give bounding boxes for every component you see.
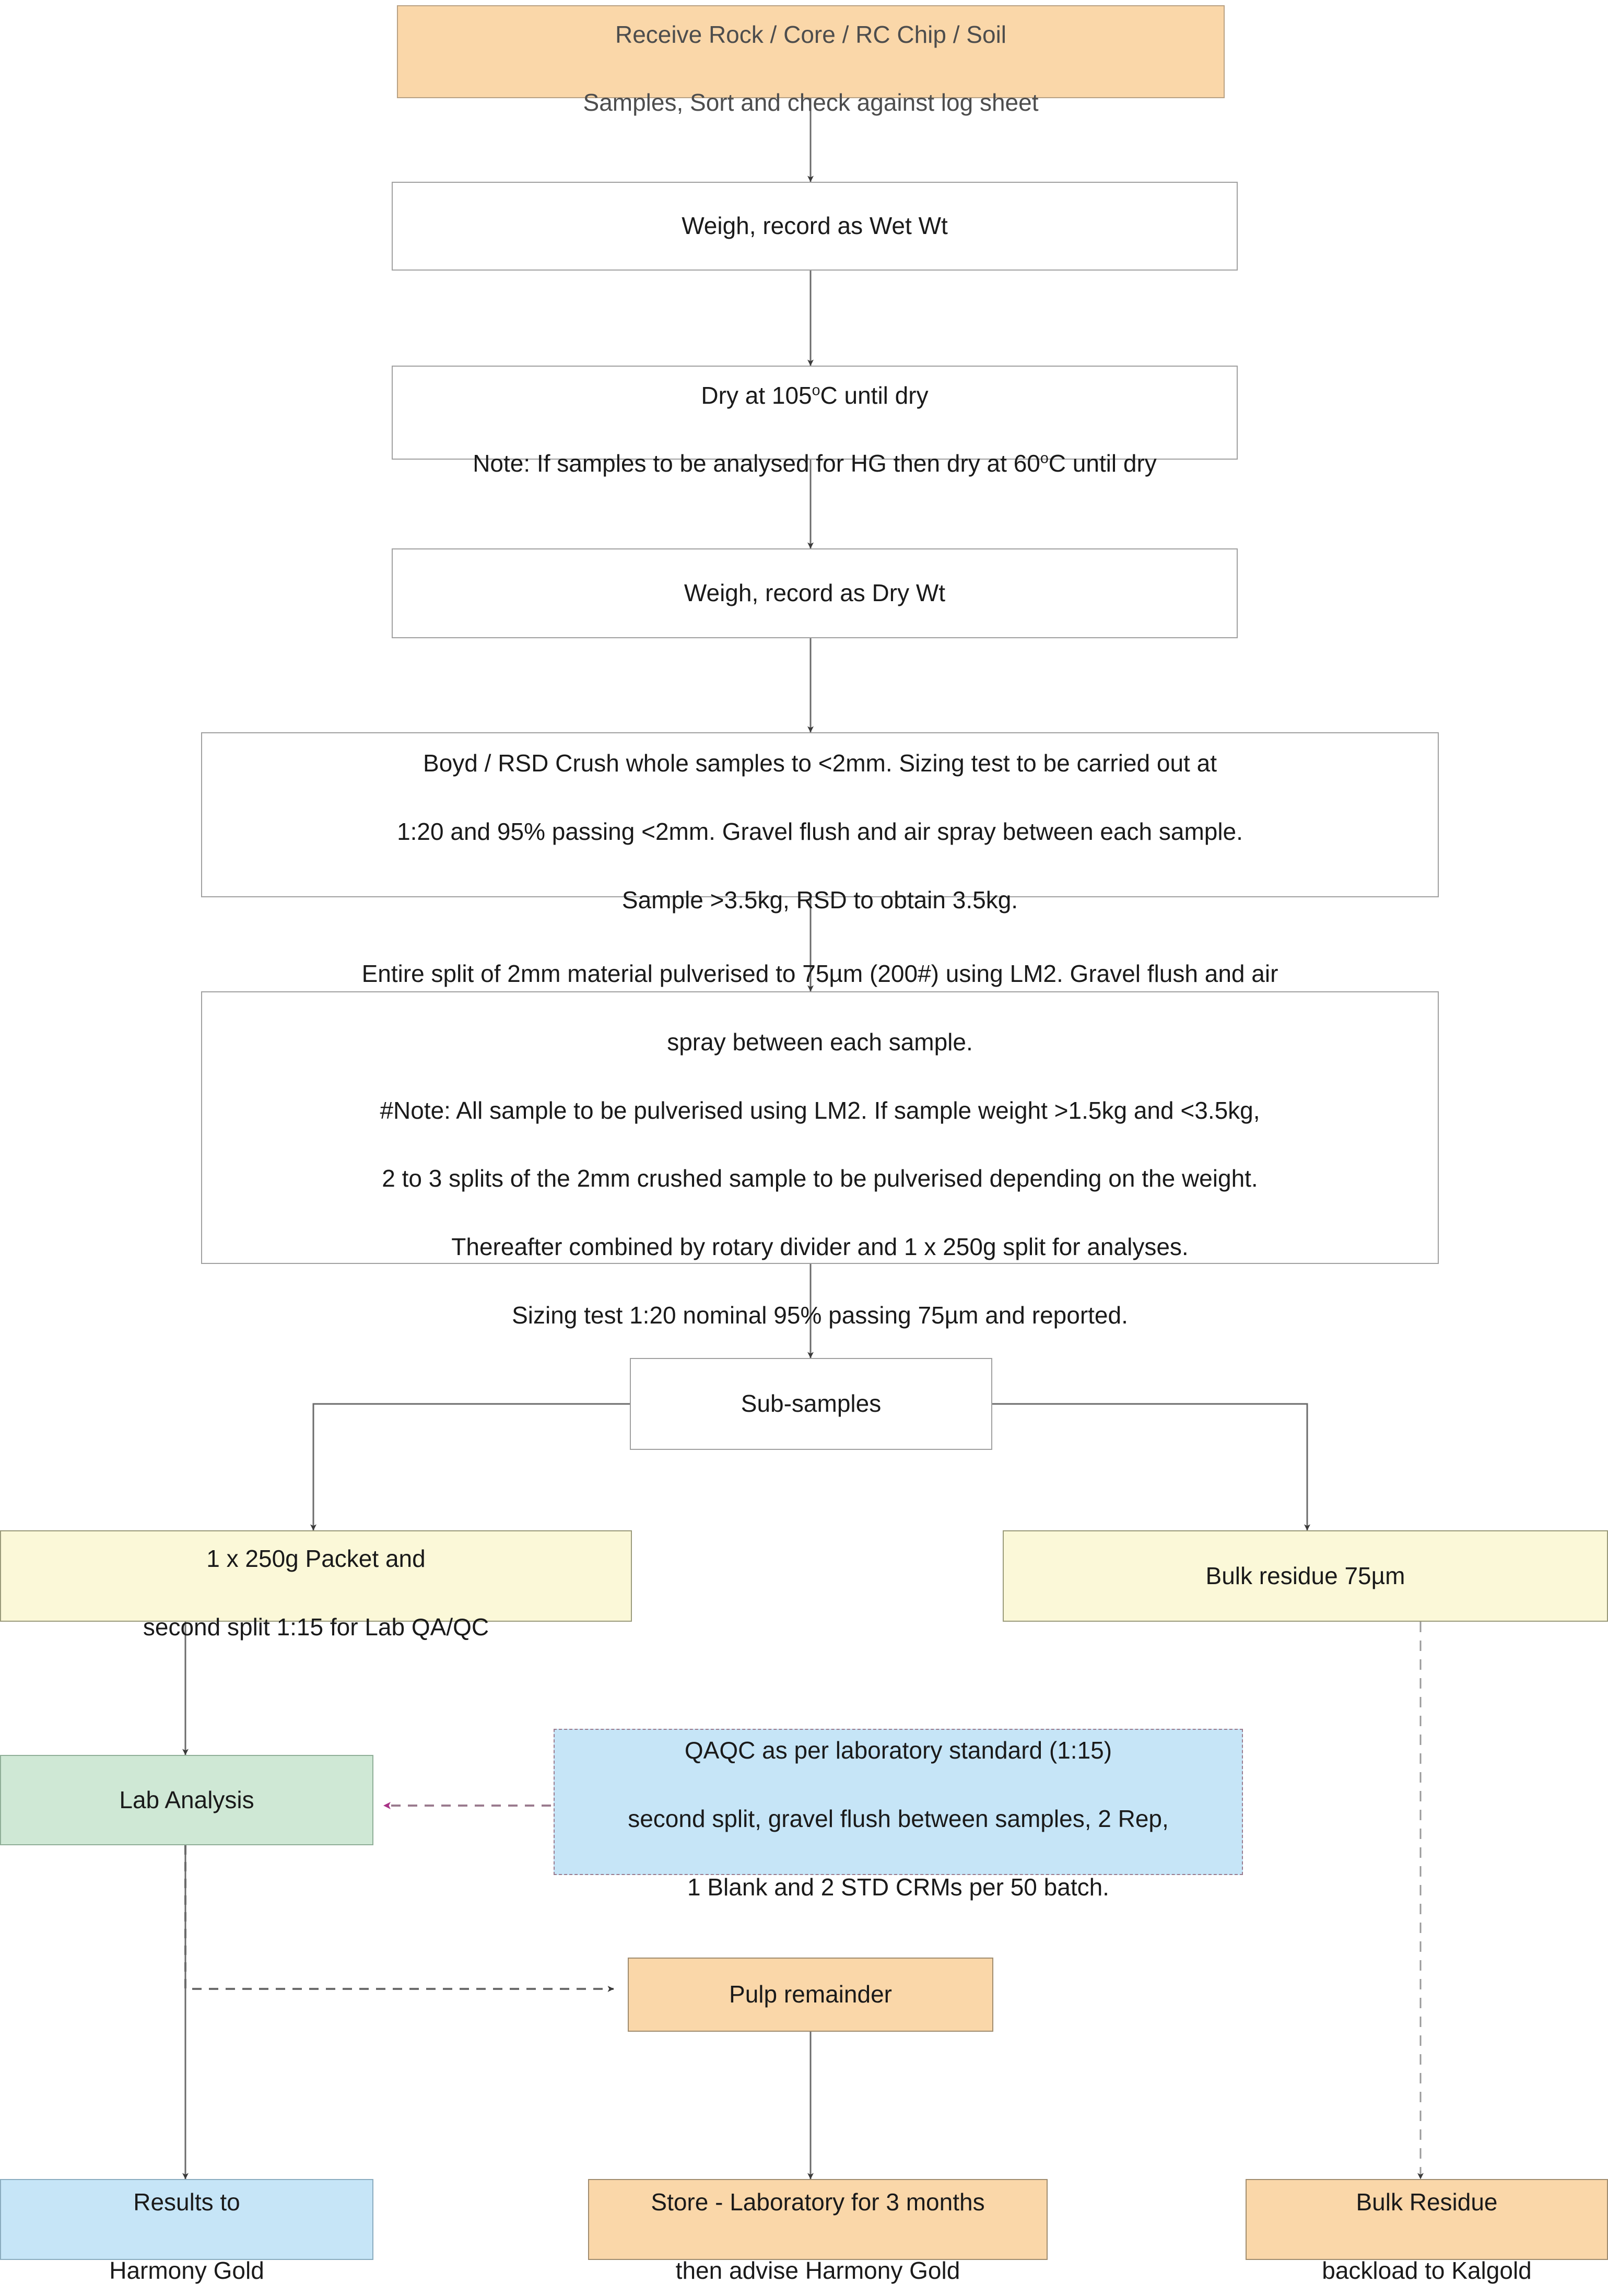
- node-pulverise-line3: #Note: All sample to be pulverised using…: [380, 1096, 1260, 1124]
- node-packet-250g[interactable]: 1 x 250g Packet and second split 1:15 fo…: [0, 1530, 632, 1641]
- node-dry[interactable]: Dry at 105oC until dry Note: If samples …: [392, 366, 1238, 477]
- node-store-line1: Store - Laboratory for 3 months: [651, 2188, 985, 2216]
- node-bulk-residue-label: Bulk residue 75µm: [1205, 1562, 1405, 1589]
- node-dry-line1-sup: o: [812, 382, 820, 399]
- node-bulk-residue[interactable]: Bulk residue 75µm: [1003, 1530, 1608, 1622]
- node-crush-line1: Boyd / RSD Crush whole samples to <2mm. …: [423, 749, 1217, 777]
- node-lab-analysis-label: Lab Analysis: [119, 1786, 254, 1813]
- node-qaqc-line2: second split, gravel flush between sampl…: [628, 1805, 1169, 1832]
- node-weigh-dry[interactable]: Weigh, record as Dry Wt: [392, 548, 1238, 638]
- node-receive-line2: Samples, Sort and check against log shee…: [583, 89, 1039, 116]
- node-pulverise-line2: spray between each sample.: [667, 1028, 973, 1056]
- node-backload-line1: Bulk Residue: [1356, 2188, 1498, 2216]
- node-pulp-remainder-label: Pulp remainder: [729, 1981, 892, 2008]
- edge-labanalysis-to-pulpremainder: [184, 1845, 614, 1992]
- node-receive-samples[interactable]: Receive Rock / Core / RC Chip / Soil Sam…: [397, 5, 1225, 116]
- node-packet-line2: second split 1:15 for Lab QA/QC: [143, 1613, 489, 1641]
- node-weigh-dry-label: Weigh, record as Dry Wt: [684, 579, 946, 607]
- node-backload-line2: backload to Kalgold: [1322, 2256, 1532, 2284]
- node-pulp-remainder[interactable]: Pulp remainder: [628, 1958, 993, 2032]
- node-weigh-wet-label: Weigh, record as Wet Wt: [682, 212, 948, 240]
- node-subsamples[interactable]: Sub-samples: [630, 1358, 992, 1450]
- node-qaqc[interactable]: QAQC as per laboratory standard (1:15) s…: [554, 1729, 1243, 1901]
- node-crush-line2: 1:20 and 95% passing <2mm. Gravel flush …: [397, 818, 1243, 845]
- node-crush[interactable]: Boyd / RSD Crush whole samples to <2mm. …: [201, 732, 1439, 913]
- node-pulverise[interactable]: Entire split of 2mm material pulverised …: [201, 960, 1439, 1329]
- node-store-line2: then advise Harmony Gold: [675, 2256, 960, 2284]
- node-store-laboratory[interactable]: Store - Laboratory for 3 months then adv…: [588, 2179, 1048, 2284]
- node-results-harmony[interactable]: Results to Harmony Gold: [0, 2179, 373, 2284]
- node-qaqc-line3: 1 Blank and 2 STD CRMs per 50 batch.: [687, 1873, 1109, 1901]
- node-receive-line1: Receive Rock / Core / RC Chip / Soil: [615, 20, 1007, 48]
- node-dry-line2-sup: o: [1040, 450, 1049, 467]
- node-pulverise-line1: Entire split of 2mm material pulverised …: [361, 960, 1278, 988]
- node-packet-line1: 1 x 250g Packet and: [206, 1545, 426, 1573]
- node-lab-analysis[interactable]: Lab Analysis: [0, 1755, 373, 1845]
- node-pulverise-line6: Sizing test 1:20 nominal 95% passing 75µ…: [512, 1301, 1128, 1329]
- node-dry-line2-b: C until dry: [1048, 450, 1157, 477]
- node-qaqc-line1: QAQC as per laboratory standard (1:15): [684, 1737, 1112, 1764]
- node-results-line2: Harmony Gold: [109, 2256, 264, 2284]
- node-subsamples-label: Sub-samples: [741, 1390, 882, 1418]
- node-results-line1: Results to: [133, 2188, 240, 2216]
- node-dry-line1-a: Dry at 105: [701, 381, 812, 409]
- node-dry-line2-a: Note: If samples to be analysed for HG t…: [473, 450, 1040, 477]
- node-backload-kalgold[interactable]: Bulk Residue backload to Kalgold: [1246, 2179, 1608, 2284]
- node-pulverise-line5: Thereafter combined by rotary divider an…: [451, 1233, 1189, 1260]
- edge-subsamples-to-bulkresidue: [992, 1403, 1310, 1531]
- node-pulverise-line4: 2 to 3 splits of the 2mm crushed sample …: [382, 1165, 1258, 1192]
- node-weigh-wet[interactable]: Weigh, record as Wet Wt: [392, 182, 1238, 271]
- node-crush-line3: Sample >3.5kg, RSD to obtain 3.5kg.: [621, 886, 1018, 913]
- node-dry-line1-b: C until dry: [820, 381, 929, 409]
